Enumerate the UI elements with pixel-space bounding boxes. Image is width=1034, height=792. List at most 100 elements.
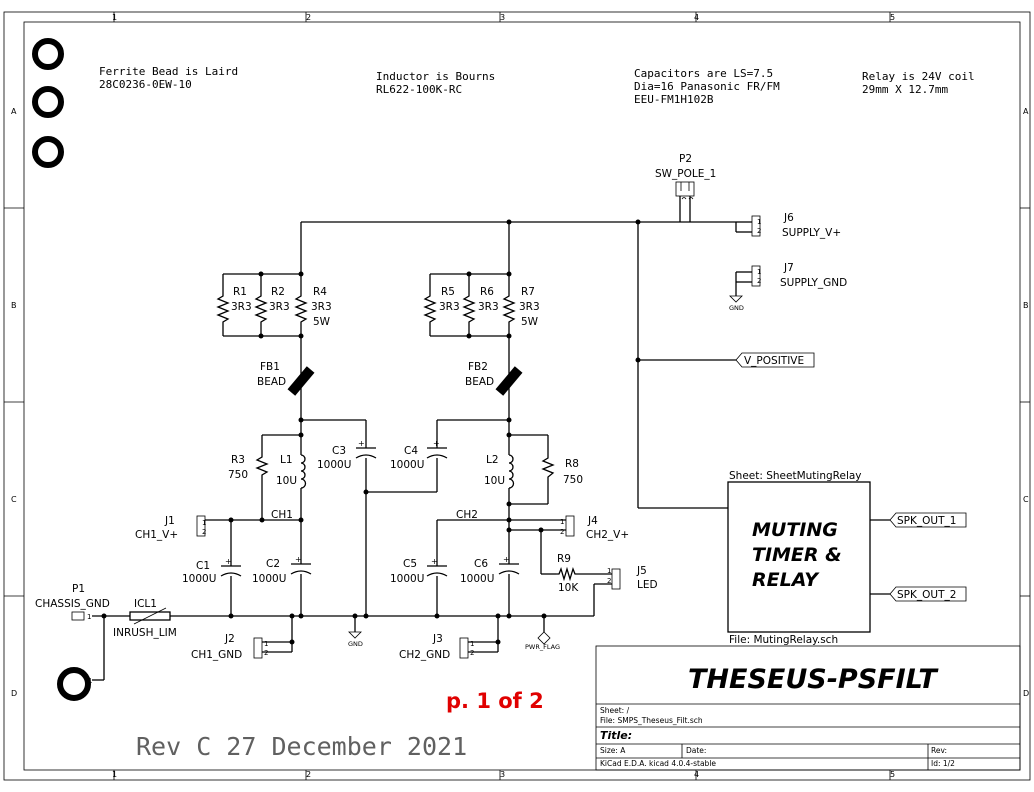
pin-number: 1 <box>470 640 474 648</box>
ferrite-bead-icon <box>287 366 315 396</box>
ferrite-bead-symbols <box>287 366 523 396</box>
col-number: 3 <box>500 13 505 22</box>
ref-label: R3 <box>231 454 245 466</box>
value-label: 1000U <box>460 573 494 585</box>
value-label: 1000U <box>182 573 216 585</box>
note-line: Dia=16 Panasonic FR/FM <box>634 80 780 93</box>
pin-number: 1 <box>607 567 611 575</box>
capacitor-symbols: + + + + + + <box>220 439 520 577</box>
col-number: 4 <box>694 13 699 22</box>
ref-label: J6 <box>783 212 794 224</box>
ref-label: C2 <box>266 558 280 570</box>
connector-icon <box>196 515 206 537</box>
notes: Ferrite Bead is Laird 28C0236-0EW-10 Ind… <box>99 65 975 106</box>
ref-label: J2 <box>224 633 235 645</box>
ref-label: L1 <box>280 454 293 466</box>
ref-label: C4 <box>404 445 418 457</box>
row-letter: C <box>11 495 17 504</box>
capacitor-icon: + <box>498 555 520 575</box>
value-label: 1000U <box>390 573 424 585</box>
ground-icon <box>729 295 743 303</box>
inductor-icon <box>300 454 307 489</box>
value-label: BEAD <box>257 376 286 388</box>
row-letter: A <box>1023 107 1029 116</box>
ref-label: L2 <box>486 454 499 466</box>
pin-number: 2 <box>264 649 268 657</box>
net-label: V_POSITIVE <box>744 355 804 367</box>
ref-label: R4 <box>313 286 327 298</box>
value-label: 10K <box>558 582 579 594</box>
hierarchical-label-shape <box>889 512 967 528</box>
sheet-title-line: RELAY <box>752 569 820 591</box>
sheet-name: Sheet: SheetMutingRelay <box>729 470 862 482</box>
title-label: Title: <box>600 729 632 742</box>
sheet-file: File: MutingRelay.sch <box>729 634 838 646</box>
ref-label: R9 <box>557 553 571 565</box>
title-date: Date: <box>686 746 706 755</box>
connector-icon <box>253 637 263 659</box>
net-labels: CH1 CH2 GND GND PWR_FLAG V_POSITIVE SPK_… <box>271 304 967 651</box>
value-label: CH2_V+ <box>586 529 629 541</box>
value-label: CH2_GND <box>399 649 450 661</box>
resistor-symbols <box>216 290 578 582</box>
ref-label: J7 <box>783 262 794 274</box>
pin-number: 1 <box>88 677 92 685</box>
value-label: 3R3 <box>311 301 332 313</box>
ferrite-bead-icon <box>495 366 523 396</box>
pin-number: 1 <box>560 518 564 526</box>
value-label: 3R3 <box>478 301 499 313</box>
ref-label: C5 <box>403 558 417 570</box>
ref-label: R7 <box>521 286 535 298</box>
ref-label: J4 <box>587 515 598 527</box>
value-label: LED <box>637 579 658 591</box>
value-label: 10U <box>484 475 505 487</box>
mounting-hole-icon <box>57 667 91 701</box>
value-label: BEAD <box>465 376 494 388</box>
sheet-block-muting-relay[interactable]: Sheet: SheetMutingRelay File: MutingRela… <box>727 470 871 646</box>
value-label: 3R3 <box>519 301 540 313</box>
project-title: THESEUS-PSFILT <box>688 664 939 695</box>
row-letter: D <box>11 689 17 698</box>
title-rev: Rev: <box>931 746 947 755</box>
connector-icon <box>459 637 469 659</box>
value-label: 1000U <box>317 459 351 471</box>
value-label: 750 <box>563 474 583 486</box>
ref-label: C3 <box>332 445 346 457</box>
page-annotation: p. 1 of 2 <box>446 689 544 713</box>
ground-symbols <box>348 295 743 645</box>
note-line: Capacitors are LS=7.5 <box>634 67 773 80</box>
note-line: 29mm X 12.7mm <box>862 83 948 96</box>
ref-label: R2 <box>271 286 285 298</box>
capacitor-icon: + <box>355 439 377 459</box>
svg-text:+: + <box>503 555 510 564</box>
sheet-title-line: MUTING <box>752 519 838 541</box>
capacitor-icon: + <box>220 557 242 577</box>
resistor-icon <box>462 292 476 326</box>
inductor-symbols <box>300 454 515 489</box>
ref-label: P1 <box>72 583 85 595</box>
ref-label: P2 <box>679 153 692 165</box>
pin-number: 2 <box>202 528 206 536</box>
net-label: GND <box>729 304 744 312</box>
col-number: 5 <box>890 770 895 779</box>
ref-label: C6 <box>474 558 488 570</box>
net-label: CH2 <box>456 509 478 521</box>
inductor-icon <box>508 454 515 489</box>
pin-number: 1 <box>202 519 206 527</box>
value-label: CH1_V+ <box>135 529 178 541</box>
note-line: EEU-FM1H102B <box>634 93 714 106</box>
value-label: 5W <box>313 316 331 328</box>
net-label: GND <box>348 640 363 648</box>
resistor-icon <box>216 292 230 326</box>
net-label: SPK_OUT_2 <box>897 589 956 601</box>
pin-number: 2 <box>470 649 474 657</box>
col-number: 2 <box>306 13 311 22</box>
pin-number: 1 <box>264 640 268 648</box>
row-letter: C <box>1023 495 1029 504</box>
col-number: 1 <box>112 13 117 22</box>
value-label: 3R3 <box>231 301 252 313</box>
value-label: 5W <box>521 316 539 328</box>
ref-label: J1 <box>164 515 175 527</box>
net-label: PWR_FLAG <box>525 643 560 651</box>
connector-icon <box>751 265 761 287</box>
